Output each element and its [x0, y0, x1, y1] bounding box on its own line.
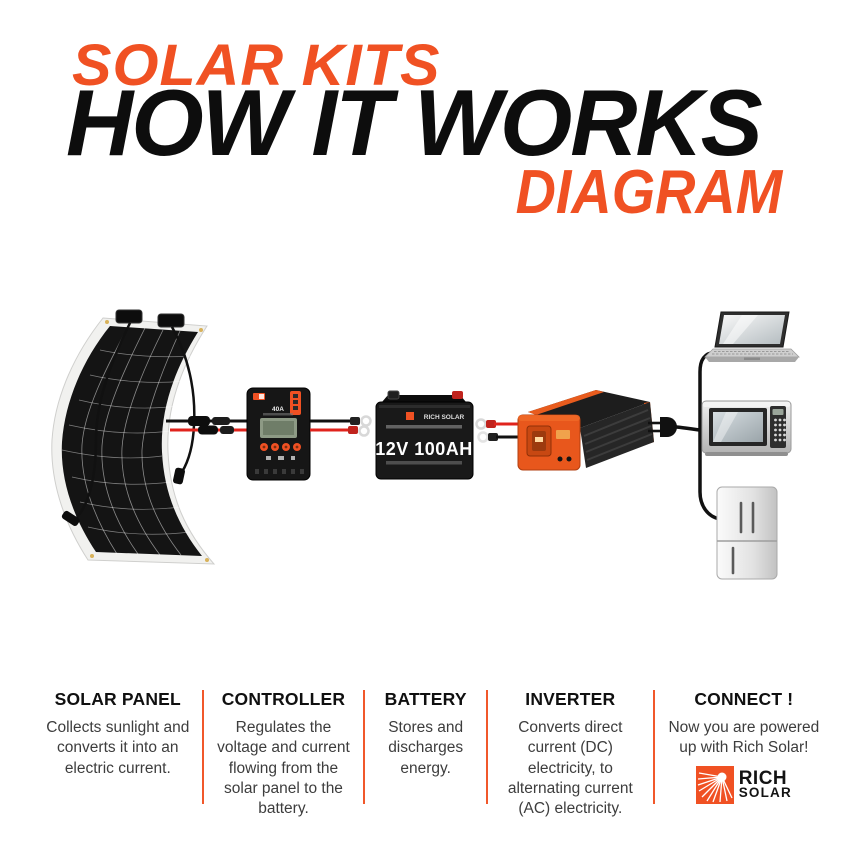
legend-body-battery: Stores and discharges energy.	[388, 719, 464, 777]
legend-inverter: INVERTER Converts direct current (DC) el…	[488, 689, 653, 819]
refrigerator-illustration	[716, 486, 778, 580]
legend-connect: CONNECT ! Now you are powered up with Ri…	[655, 689, 833, 819]
legend-divider	[486, 690, 488, 804]
legend-row: SOLAR PANEL Collects sunlight and conver…	[34, 689, 833, 819]
title-sub: DIAGRAM	[515, 158, 782, 227]
mc4-connector-icon	[61, 467, 185, 526]
rich-solar-logo: RICH SOLAR	[663, 765, 825, 804]
laptop-illustration	[704, 311, 800, 362]
solar-kit-diagram: 40A	[51, 309, 800, 580]
battery-brand-label: RICH SOLAR	[424, 414, 465, 421]
legend-battery: BATTERY Stores and discharges energy.	[365, 689, 486, 819]
legend-body-solar-panel: Collects sunlight and converts it into a…	[46, 719, 190, 777]
brand-line-2: SOLAR	[738, 785, 792, 801]
battery-capacity-label: 12V 100AH	[375, 439, 473, 459]
rich-solar-sun-icon	[695, 765, 734, 804]
legend-divider	[363, 690, 366, 804]
ac-plug-icon	[648, 417, 677, 437]
legend-divider	[201, 690, 204, 804]
microwave-illustration	[701, 400, 792, 456]
wires-controller-to-battery	[310, 415, 372, 437]
legend-heading-inverter: INVERTER	[525, 689, 616, 709]
solar-panel-illustration	[51, 309, 216, 565]
legend-controller: CONTROLLER Regulates the voltage and cur…	[204, 689, 364, 819]
legend-heading-solar-panel: SOLAR PANEL	[54, 689, 181, 709]
rich-solar-wordmark: RICH SOLAR	[738, 767, 792, 801]
page-title: HOW IT WORKS	[66, 70, 763, 175]
wires-panel-to-controller	[166, 416, 247, 435]
legend-body-controller: Regulates the voltage and current flowin…	[217, 719, 350, 817]
legend-heading-connect: CONNECT !	[694, 689, 794, 709]
controller-buttons	[260, 443, 301, 451]
panel-junction-boxes	[115, 309, 185, 328]
charge-controller-illustration: 40A	[246, 387, 311, 481]
legend-heading-battery: BATTERY	[384, 689, 467, 709]
legend-solar-panel: SOLAR PANEL Collects sunlight and conver…	[34, 689, 202, 819]
inverter-illustration	[517, 390, 654, 471]
legend-divider	[652, 690, 655, 804]
legend-body-connect: Now you are powered up with Rich Solar!	[668, 719, 820, 757]
brand-line-1: RICH	[738, 767, 788, 789]
controller-rating-label: 40A	[272, 406, 284, 413]
legend-body-inverter: Converts direct current (DC) electricity…	[507, 719, 633, 817]
battery-illustration: RICH SOLAR 12V 100AH	[375, 390, 474, 480]
legend-heading-controller: CONTROLLER	[221, 689, 346, 709]
title-kicker: SOLAR KITS	[72, 33, 441, 98]
